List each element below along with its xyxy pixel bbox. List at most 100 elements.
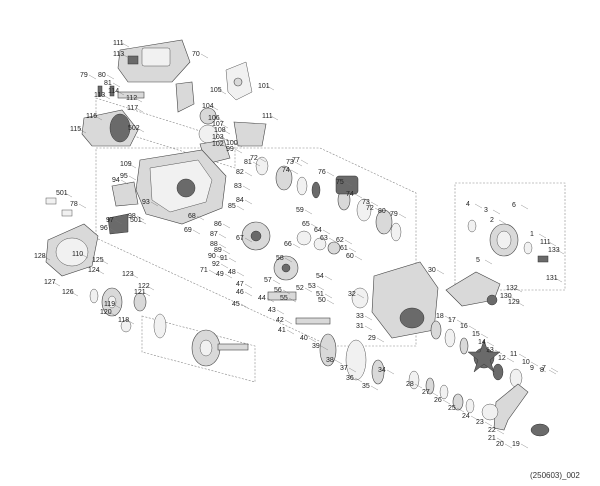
callout-17: 17 bbox=[448, 317, 456, 324]
leader-lines bbox=[42, 42, 565, 449]
callout-113: 113 bbox=[94, 92, 105, 99]
callout-105: 105 bbox=[210, 87, 222, 94]
group-box-handle bbox=[454, 182, 566, 291]
leader-line bbox=[516, 301, 525, 307]
leader-line bbox=[244, 171, 253, 177]
callout-123: 123 bbox=[122, 271, 134, 278]
star-drag bbox=[467, 339, 501, 373]
leader-line bbox=[300, 159, 309, 165]
callout-18: 18 bbox=[436, 313, 444, 320]
callout-48: 48 bbox=[228, 269, 236, 276]
callout-57: 57 bbox=[264, 277, 272, 284]
bracket-99 bbox=[233, 121, 267, 147]
callout-111: 111 bbox=[262, 113, 273, 120]
leader-line bbox=[326, 171, 335, 177]
side-cover bbox=[45, 223, 99, 277]
callout-133: 133 bbox=[548, 247, 560, 254]
leader-line bbox=[218, 233, 227, 239]
leader-line bbox=[220, 263, 229, 269]
handle-arm bbox=[481, 383, 550, 437]
leader-line bbox=[508, 295, 517, 301]
pad-501b bbox=[61, 209, 73, 217]
callout-24: 24 bbox=[462, 413, 470, 420]
callout-99: 99 bbox=[226, 146, 234, 153]
leader-line bbox=[70, 291, 79, 297]
knob-77 bbox=[335, 175, 359, 195]
callout-62: 62 bbox=[336, 237, 344, 244]
leader-line bbox=[370, 201, 379, 207]
callout-125: 125 bbox=[92, 257, 104, 264]
leader-line bbox=[334, 359, 343, 365]
leader-line bbox=[328, 237, 337, 243]
leader-line bbox=[290, 169, 299, 175]
leader-line bbox=[216, 117, 225, 123]
callout-129: 129 bbox=[508, 299, 520, 306]
callout-34: 34 bbox=[378, 367, 386, 374]
callout-94: 94 bbox=[112, 177, 120, 184]
callout-55: 55 bbox=[280, 295, 288, 302]
clip-part bbox=[225, 61, 253, 101]
leader-line bbox=[344, 239, 353, 245]
callout-68: 68 bbox=[188, 213, 196, 220]
callout-89: 89 bbox=[214, 247, 222, 254]
leader-line bbox=[128, 163, 137, 169]
leader-line bbox=[102, 94, 111, 100]
leader-line bbox=[218, 243, 227, 249]
callout-113: 113 bbox=[113, 51, 124, 58]
leader-line bbox=[398, 213, 407, 219]
callout-70: 70 bbox=[192, 51, 200, 58]
leader-line bbox=[484, 259, 493, 265]
leader-line bbox=[266, 297, 275, 303]
part-98 bbox=[107, 213, 129, 235]
callout-10: 10 bbox=[522, 359, 530, 366]
group-box-spool bbox=[141, 315, 256, 383]
callout-98: 98 bbox=[128, 213, 136, 220]
leader-line bbox=[218, 89, 227, 95]
callout-69: 69 bbox=[184, 227, 192, 234]
callout-42: 42 bbox=[276, 317, 284, 324]
leader-line bbox=[530, 361, 539, 367]
callout-47: 47 bbox=[236, 281, 244, 288]
callout-79: 79 bbox=[390, 211, 398, 218]
leader-line bbox=[234, 148, 243, 154]
callout-29: 29 bbox=[368, 335, 376, 342]
leader-line bbox=[324, 275, 333, 281]
leader-line bbox=[228, 257, 237, 263]
callout-39: 39 bbox=[312, 343, 320, 350]
callout-5: 5 bbox=[476, 257, 480, 264]
leader-line bbox=[304, 287, 313, 293]
leader-line bbox=[222, 249, 231, 255]
callout-12: 12 bbox=[498, 355, 506, 362]
leader-line bbox=[286, 329, 295, 335]
leader-line bbox=[316, 285, 325, 291]
leader-line bbox=[52, 281, 61, 287]
leader-line bbox=[42, 255, 51, 261]
leader-line bbox=[244, 199, 253, 205]
callout-73: 73 bbox=[286, 159, 294, 166]
leader-line bbox=[128, 175, 137, 181]
callout-7: 7 bbox=[542, 365, 546, 372]
leader-line bbox=[134, 97, 143, 103]
leader-line bbox=[292, 243, 301, 249]
callout-102: 102 bbox=[212, 141, 224, 148]
leader-line bbox=[220, 143, 229, 149]
callout-9: 9 bbox=[530, 365, 534, 372]
leader-line bbox=[348, 367, 357, 373]
leader-line bbox=[234, 142, 243, 148]
leader-line bbox=[386, 210, 395, 216]
leader-line bbox=[224, 273, 233, 279]
leader-line bbox=[304, 209, 313, 215]
leader-line bbox=[112, 82, 121, 88]
leader-line bbox=[310, 223, 319, 229]
pad-501 bbox=[45, 197, 57, 205]
callout-65: 65 bbox=[302, 221, 310, 228]
callout-59: 59 bbox=[296, 207, 304, 214]
callout-14: 14 bbox=[478, 339, 486, 346]
callout-88: 88 bbox=[210, 241, 218, 248]
leader-line bbox=[108, 311, 117, 317]
leader-line bbox=[474, 203, 483, 209]
callout-3: 3 bbox=[484, 207, 488, 214]
leader-line bbox=[374, 207, 383, 213]
callout-64: 64 bbox=[314, 227, 322, 234]
